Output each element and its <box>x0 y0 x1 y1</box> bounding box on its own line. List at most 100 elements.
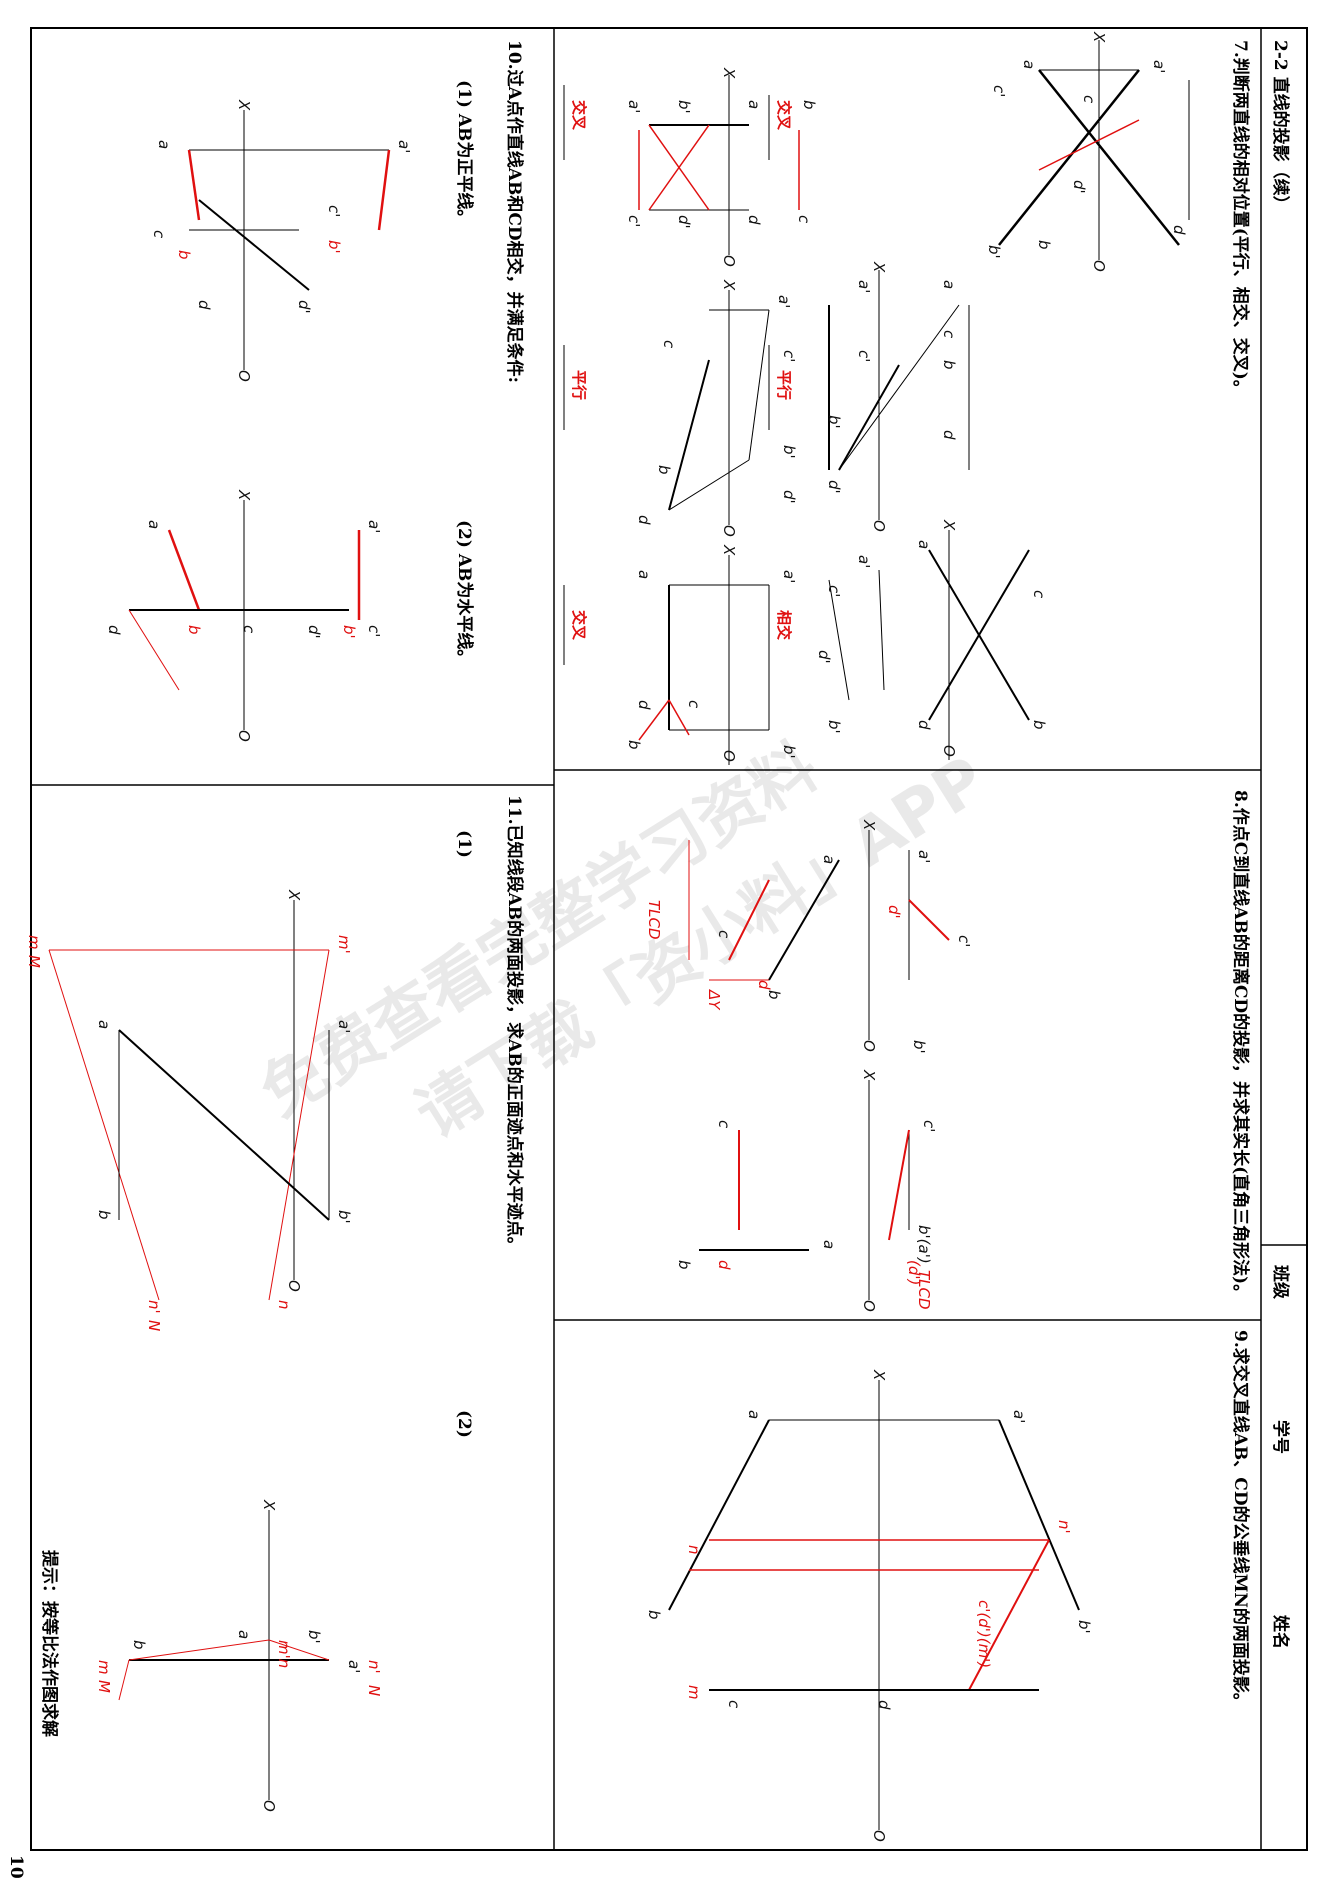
q7-fig-4: X O b a b' c d d' a' c' <box>625 67 818 267</box>
svg-text:b': b' <box>780 445 798 459</box>
q11-hint: 提示：按等比法作图求解 <box>39 1550 60 1737</box>
q7-fig-3: X O a' c' d' b' c b a d <box>815 519 1048 760</box>
svg-text:(d'): (d') <box>905 1260 923 1285</box>
svg-text:n': n' <box>365 1660 383 1674</box>
svg-text:a: a <box>635 570 653 579</box>
svg-text:c: c <box>660 340 678 349</box>
svg-text:X: X <box>720 544 738 556</box>
svg-text:b'(a'): b'(a') <box>915 1225 933 1264</box>
q7-fig-5: X O a' c' d' b' c b d <box>635 279 798 537</box>
svg-text:b: b <box>185 625 203 635</box>
svg-text:X: X <box>260 1499 278 1511</box>
svg-text:c': c' <box>780 350 798 362</box>
svg-text:O: O <box>720 255 738 267</box>
svg-text:d: d <box>195 300 213 310</box>
svg-text:O: O <box>870 520 888 532</box>
svg-text:c: c <box>725 1700 743 1709</box>
q10-sub-1: (1) AB为正平线。 <box>454 80 475 226</box>
svg-text:c: c <box>795 215 813 224</box>
svg-text:a': a' <box>395 140 413 153</box>
svg-text:c: c <box>150 230 168 239</box>
svg-text:a': a' <box>855 280 873 293</box>
svg-text:m: m <box>95 1660 113 1675</box>
svg-text:a: a <box>145 520 163 529</box>
svg-text:a': a' <box>365 520 383 533</box>
svg-text:a': a' <box>780 570 798 583</box>
q7-prompt: 7.判断两直线的相对位置(平行、相交、交叉)。 <box>1230 40 1251 397</box>
q11-fig-2: X O a b' m'n b m M a' n' N <box>95 1499 383 1812</box>
rotated-sheet: 2-2 直线的投影（续） 班级 学号 姓名 10 7.判断两直线的相对位置(平行… <box>6 27 1308 1879</box>
svg-text:d': d' <box>1070 180 1088 194</box>
q7-fig-6: X O a' c b d b' a <box>625 544 798 765</box>
svg-text:m: m <box>685 1685 703 1700</box>
svg-text:X: X <box>285 889 303 901</box>
svg-text:d: d <box>715 1260 733 1270</box>
svg-text:a': a' <box>1150 60 1168 73</box>
svg-text:b': b' <box>825 415 843 429</box>
svg-text:b: b <box>765 990 783 1000</box>
svg-text:b': b' <box>1075 1620 1093 1634</box>
svg-text:c'(d')(m'): c'(d')(m') <box>975 1600 993 1668</box>
svg-text:d': d' <box>885 905 903 919</box>
class-label: 班级 <box>1270 1265 1291 1299</box>
svg-text:N: N <box>145 1320 163 1331</box>
svg-text:c: c <box>715 1120 733 1129</box>
svg-text:n: n <box>275 1300 293 1310</box>
svg-text:d: d <box>915 720 933 730</box>
q10-fig-2: X O a' a c' b' d' b c d <box>105 489 383 742</box>
svg-text:ΔY: ΔY <box>705 989 723 1011</box>
svg-text:b: b <box>800 100 818 110</box>
svg-text:M: M <box>95 1680 113 1693</box>
svg-text:X: X <box>720 67 738 79</box>
svg-text:d: d <box>635 700 653 710</box>
svg-text:b: b <box>655 465 673 475</box>
svg-text:d': d' <box>675 215 693 229</box>
svg-text:a': a' <box>915 850 933 863</box>
svg-text:O: O <box>285 1280 303 1292</box>
page-number: 10 <box>6 1855 26 1879</box>
svg-text:O: O <box>720 525 738 537</box>
svg-text:c': c' <box>920 1120 938 1132</box>
svg-text:a: a <box>235 1630 253 1639</box>
student-no-label: 学号 <box>1270 1420 1291 1454</box>
svg-text:b': b' <box>305 1630 323 1644</box>
svg-text:N: N <box>365 1685 383 1696</box>
svg-text:O: O <box>860 1040 878 1052</box>
svg-text:d: d <box>875 1700 893 1710</box>
svg-text:X: X <box>860 1069 878 1081</box>
svg-text:b: b <box>625 740 643 750</box>
svg-text:c': c' <box>855 350 873 362</box>
svg-text:a: a <box>745 100 763 109</box>
svg-text:O: O <box>870 1830 888 1842</box>
svg-text:d: d <box>745 215 763 225</box>
svg-text:a': a' <box>625 100 643 113</box>
svg-text:TLCD: TLCD <box>645 900 663 940</box>
q7-answer-5: 平行 <box>570 370 588 400</box>
svg-text:c: c <box>685 700 703 709</box>
svg-text:d': d' <box>295 300 313 314</box>
q8-prompt: 8.作点C到直线AB的距离CD的投影，并求其实长(直角三角形法)。 <box>1230 790 1251 1301</box>
svg-text:d': d' <box>825 480 843 494</box>
svg-text:a: a <box>820 1240 838 1249</box>
q11-fig-1: X O m' m M a' a b' b n n' N <box>25 889 353 1331</box>
svg-text:M: M <box>25 955 43 968</box>
name-label: 姓名 <box>1270 1615 1291 1649</box>
outer-frame <box>30 27 1308 1851</box>
svg-text:b': b' <box>985 245 1003 259</box>
q7-answer-2: 平行 <box>775 370 793 400</box>
svg-text:d': d' <box>815 650 833 664</box>
svg-text:a: a <box>745 1410 763 1419</box>
svg-text:X: X <box>235 99 253 111</box>
svg-text:a': a' <box>855 555 873 568</box>
q9-fig: X O a' a n' b' c'(d')(m') n b m c d <box>645 1369 1093 1842</box>
svg-text:c': c' <box>825 585 843 597</box>
svg-text:n': n' <box>145 1300 163 1314</box>
svg-text:X: X <box>235 489 253 501</box>
svg-text:m': m' <box>335 935 353 954</box>
q8-fig-2: X O c' b'(a') (d') c a b d TLCD <box>675 1069 938 1312</box>
svg-text:n': n' <box>1055 1520 1073 1534</box>
svg-text:c': c' <box>625 215 643 227</box>
svg-text:c': c' <box>365 625 383 637</box>
svg-text:b: b <box>1035 240 1053 250</box>
